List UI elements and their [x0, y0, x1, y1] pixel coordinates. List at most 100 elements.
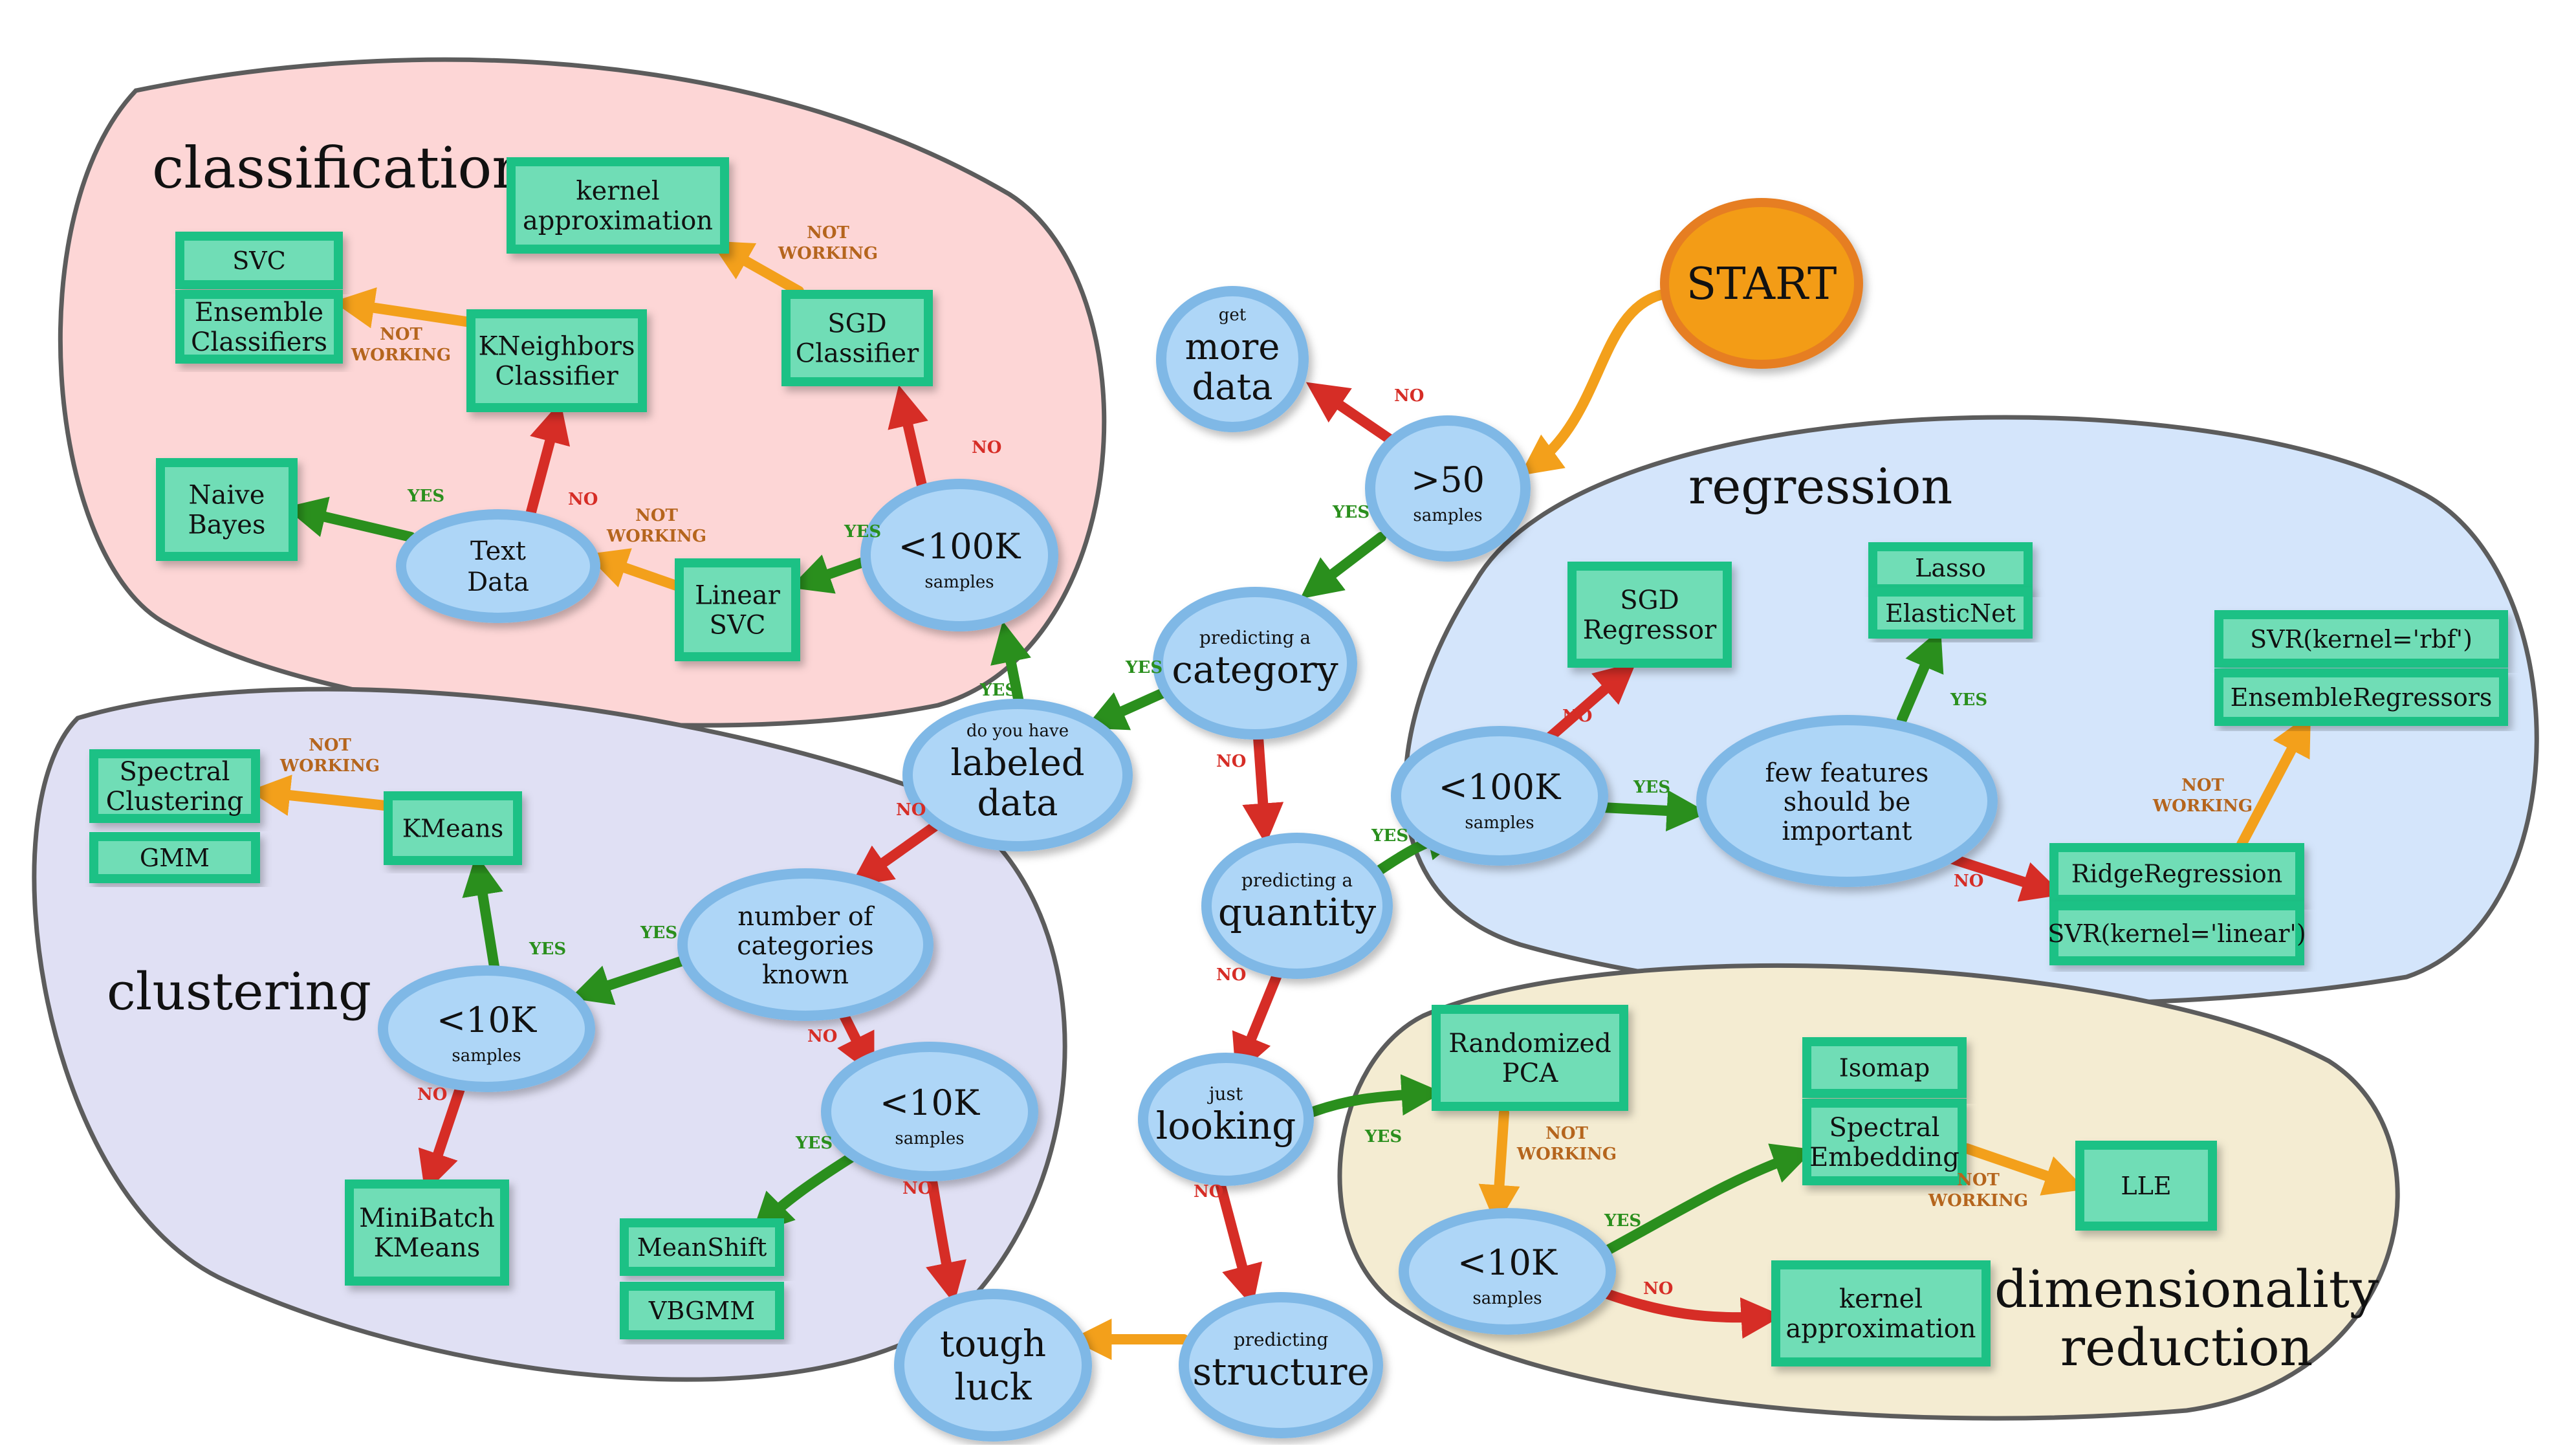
estimator-label-line: Spectral [120, 757, 230, 787]
no-edge-label: NO [1562, 707, 1592, 726]
yes-edge [1599, 1143, 1815, 1257]
estimator-label-line: SGD [827, 309, 886, 339]
decision-main-text: category [1172, 648, 1338, 692]
estimator-label-line: KNeighbors [478, 332, 635, 362]
estimator-label-line: Regressor [1583, 615, 1717, 645]
yes-edge [751, 1146, 866, 1235]
no-edge [1942, 852, 2064, 902]
estimator-label-line: RidgeRegression [2071, 859, 2283, 888]
decision-main-text: structure [1192, 1350, 1369, 1394]
not-working-edge [2236, 713, 2311, 850]
no-edge [525, 401, 571, 520]
estimator-label-line: PCA [1502, 1059, 1559, 1088]
estimator-label-line: kernel [1839, 1284, 1923, 1314]
estimator-svr-linear[interactable]: SVR(kernel='linear') [2047, 901, 2306, 965]
decision-sub-text: samples [924, 573, 994, 592]
decision-line2-text: Data [467, 567, 529, 597]
estimator-label-line: KMeans [374, 1233, 481, 1263]
not-working-label-line2: WORKING [778, 244, 878, 263]
yes-edge [1305, 1074, 1443, 1118]
estimator-ridge[interactable]: RidgeRegression [2049, 843, 2304, 904]
yes-edge-label: YES [844, 522, 881, 542]
estimator-label-line: Clustering [106, 787, 244, 817]
region-title-dimensionality-1: dimensionality [1994, 1259, 2379, 1319]
estimator-label-line: Spectral [1829, 1113, 1940, 1143]
estimator-label-line: VBGMM [648, 1297, 755, 1325]
no-edge [1602, 1289, 1783, 1339]
estimator-gmm[interactable]: GMM [89, 832, 260, 883]
no-edge-label: NO [1643, 1279, 1673, 1299]
not-working-label-line2: WORKING [351, 346, 451, 365]
estimator-elasticnet[interactable]: ElasticNet [1868, 587, 2033, 639]
no-edge-label: NO [902, 1179, 932, 1198]
estimator-vbgmm[interactable]: VBGMM [620, 1282, 784, 1339]
decision-main-text: <100K [899, 526, 1021, 567]
not-working-label-line2: WORKING [606, 527, 706, 546]
estimator-label-line: MiniBatch [359, 1203, 495, 1233]
estimator-label-line: SVR(kernel='linear') [2047, 919, 2306, 948]
not-working-edge [1520, 289, 1668, 476]
estimator-isomap[interactable]: Isomap [1802, 1037, 1967, 1098]
decision-line2-text: should be [1784, 787, 1911, 817]
decision-line1-text: number of [737, 902, 875, 932]
estimator-svc[interactable]: SVC [175, 232, 343, 289]
decision-main-text: <10K [437, 1000, 538, 1040]
decision-line1-text: labeled [950, 742, 1084, 784]
not-working-label-line1: NOT [635, 506, 678, 525]
estimator-meanshift[interactable]: MeanShift [620, 1218, 784, 1276]
estimator-label-line: SVR(kernel='rbf') [2250, 625, 2472, 653]
decision-line1-text: more [1185, 326, 1280, 368]
decision-small-text: predicting a [1199, 627, 1311, 648]
no-edge [837, 1011, 875, 1076]
not-working-label-line1: NOT [309, 736, 351, 755]
decision-main-text: <10K [880, 1082, 981, 1123]
not-working-edge [333, 287, 484, 329]
yes-edge [569, 956, 688, 1005]
no-edge [850, 820, 942, 886]
no-edge-label: NO [972, 438, 1001, 457]
no-edge [1232, 969, 1283, 1077]
estimator-kmeans[interactable]: KMeans [384, 791, 522, 865]
decision-main-text: <100K [1439, 767, 1562, 807]
decision-small-text: just [1207, 1083, 1243, 1104]
no-edge-label: NO [896, 800, 926, 820]
estimator-label-line: SVC [710, 611, 766, 641]
estimator-label-line: Classifier [796, 339, 919, 369]
yes-edge-label: YES [1604, 1211, 1641, 1231]
estimator-svr-rbf[interactable]: SVR(kernel='rbf') [2214, 610, 2508, 668]
estimator-label-line: EnsembleRegressors [2231, 683, 2493, 712]
estimator-label-line: Isomap [1839, 1053, 1930, 1082]
decision-small-text: get [1219, 305, 1247, 325]
yes-edge-label: YES [1371, 826, 1408, 846]
estimator-label-line: ElasticNet [1885, 599, 2016, 628]
estimator-ensemble-regressors[interactable]: EnsembleRegressors [2214, 668, 2508, 726]
no-edge-label: NO [417, 1085, 447, 1104]
estimator-lle[interactable]: LLE [2075, 1141, 2217, 1231]
estimator-label-line: Classifier [495, 362, 618, 391]
no-edge-label: NO [1194, 1182, 1223, 1201]
not-working-label-line2: WORKING [279, 756, 380, 776]
estimator-lasso[interactable]: Lasso [1868, 542, 2033, 593]
estimator-label-line: SGD [1620, 586, 1679, 615]
